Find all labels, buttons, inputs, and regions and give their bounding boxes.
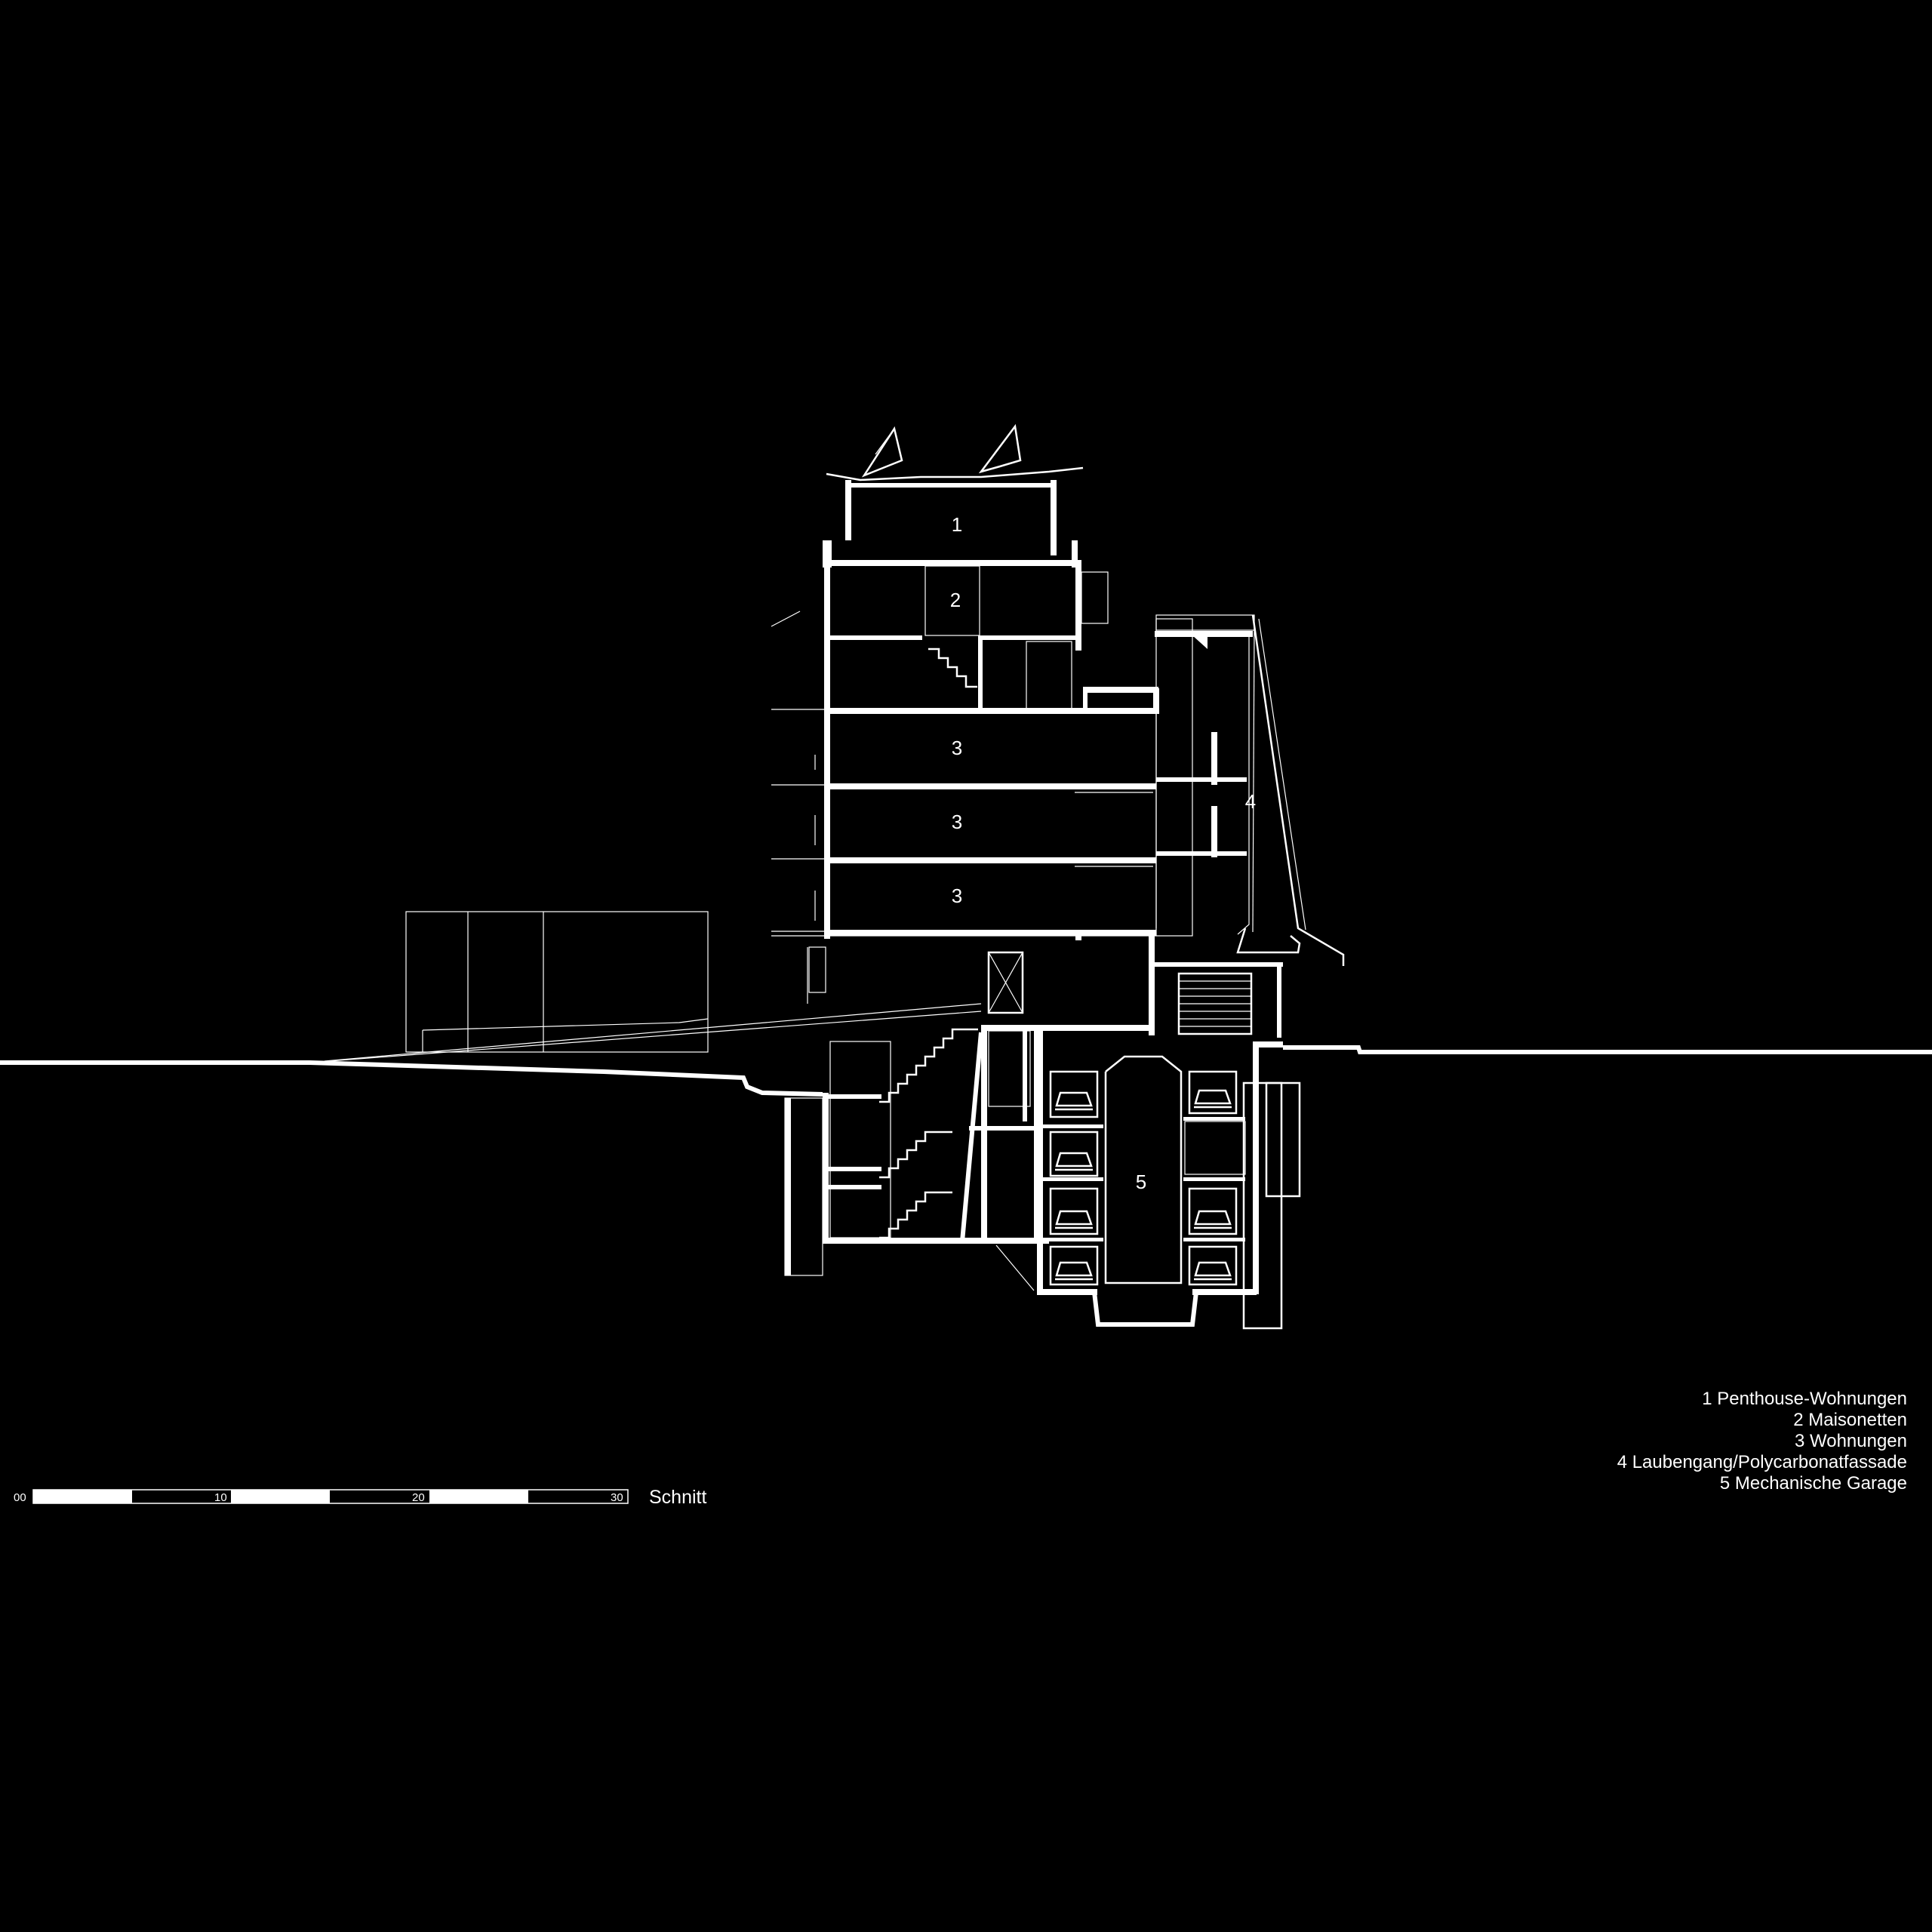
ground-line [0,1003,1932,1097]
garage-door-lines [1179,980,1251,1027]
scale-tick-30: 30 [611,1491,623,1504]
roof-structure [823,423,1084,568]
scale-tick-0: 00 [14,1491,26,1504]
legend-item-1: 1 Penthouse-Wohnungen [1702,1389,1907,1409]
room-label-3a: 3 [952,737,962,759]
room-label-3b: 3 [952,811,962,833]
room-label-2: 2 [950,589,961,611]
legend: 1 Penthouse-Wohnungen 2 Maisonetten 3 Wo… [1617,1389,1907,1494]
neighbour-building [405,911,709,1053]
mechanical-garage [995,1031,1301,1330]
scale-tick-20: 20 [412,1491,425,1504]
room-label-3c: 3 [952,884,962,907]
legend-item-4: 4 Laubengang/Polycarbonatfassade [1617,1452,1907,1472]
room-label-1: 1 [952,513,962,536]
main-building [771,560,1345,1038]
scale-title: Schnitt [649,1487,706,1508]
scale-bar: 00 10 20 30 Schnitt [14,1487,706,1508]
scale-tick-10: 10 [214,1491,227,1504]
room-label-5: 5 [1136,1171,1146,1193]
room-label-4: 4 [1245,790,1256,813]
legend-item-2: 2 Maisonetten [1793,1410,1907,1430]
stair-core [784,1026,1049,1276]
legend-item-5: 5 Mechanische Garage [1719,1473,1907,1494]
legend-item-3: 3 Wohnungen [1794,1431,1907,1451]
